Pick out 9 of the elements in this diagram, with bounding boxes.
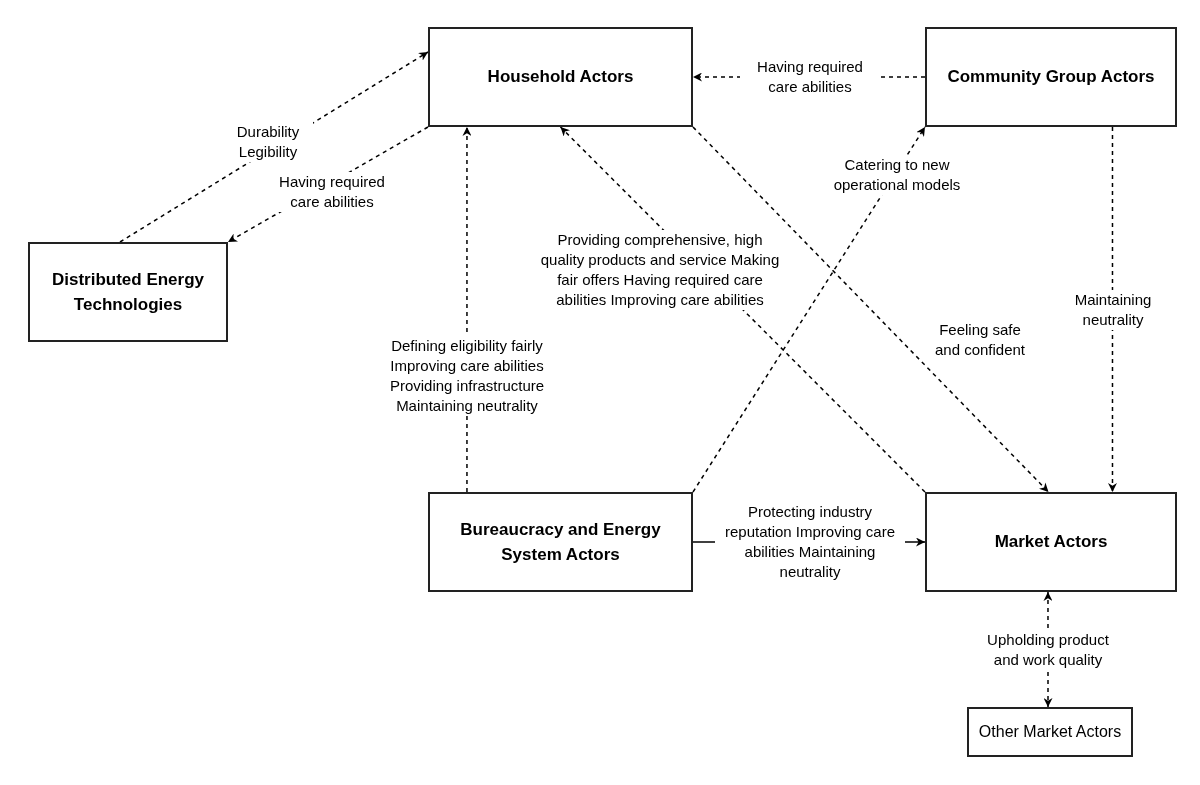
actor-box: Household Actors: [428, 27, 693, 127]
arrow: [1108, 126, 1117, 493]
actor-box: Market Actors: [925, 492, 1177, 592]
actor-box: Community Group Actors: [925, 27, 1177, 127]
arrow: [692, 126, 1050, 493]
actor-box: Bureaucracy and Energy System Actors: [428, 492, 693, 592]
actor-box: Other Market Actors: [967, 707, 1133, 757]
arrow: [692, 126, 926, 493]
actor-box: Distributed Energy Technologies: [28, 242, 228, 342]
